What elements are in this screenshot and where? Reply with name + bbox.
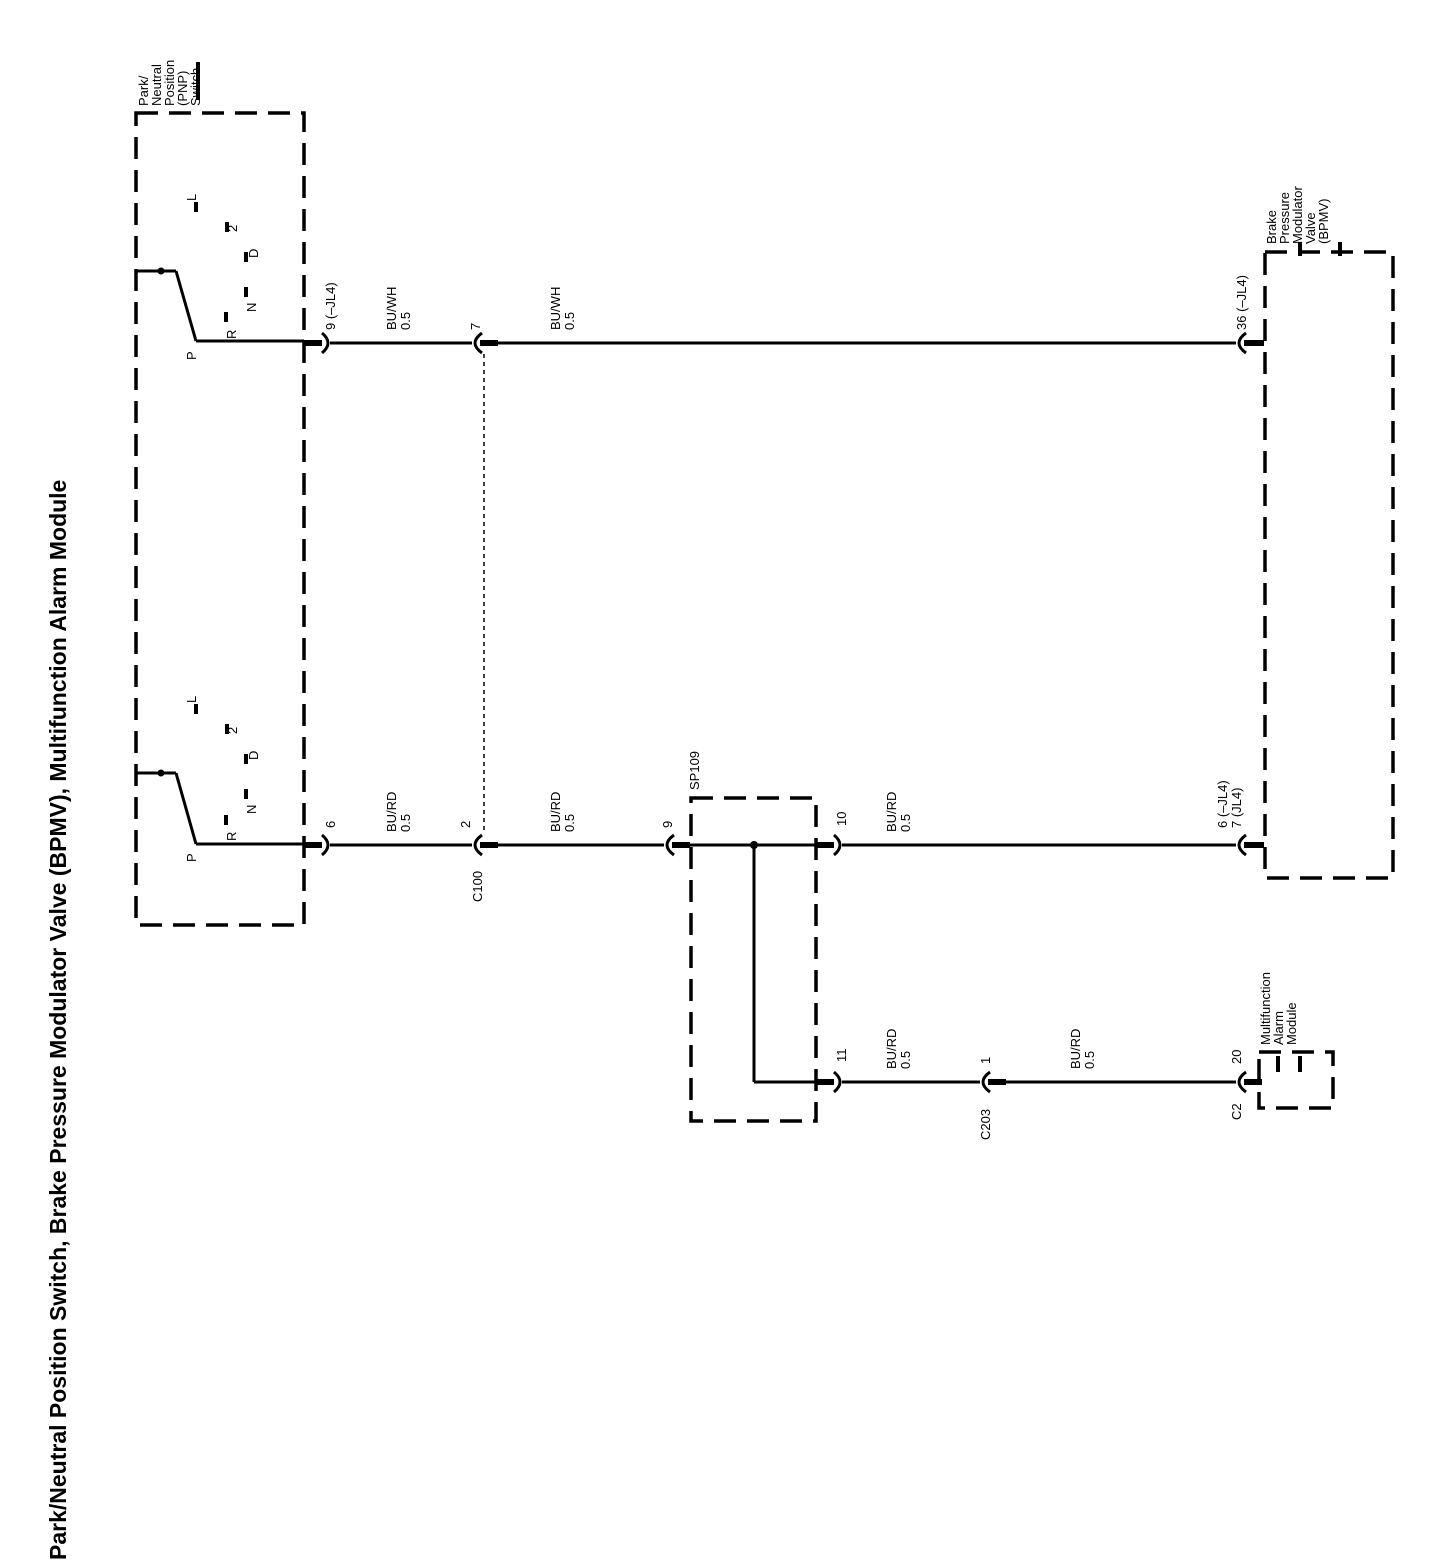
pnp-pin6-label: 6	[323, 821, 338, 828]
alarm-pin20-connector	[1237, 1070, 1247, 1094]
diagram-title: Park/Neutral Position Switch, Brake Pres…	[45, 480, 71, 1560]
pnp-top-d: D	[246, 249, 261, 258]
pnp-bottom-wiper	[174, 772, 198, 845]
c203-label: C203	[978, 1109, 993, 1140]
alarm-label-line3: Module	[1284, 1002, 1299, 1045]
sp109-pin11-label: 11	[834, 1049, 849, 1063]
pnp-top-l: L	[184, 194, 199, 201]
pnp-label-line4: (PNP)	[175, 71, 190, 106]
pnp-bottom-r: R	[224, 832, 239, 841]
bpmv-box	[1263, 250, 1395, 880]
c100-pin2-label: 2	[458, 821, 473, 828]
wire-3-color: BU/RD	[384, 792, 399, 832]
bpmv-pin36-connector	[1237, 331, 1247, 355]
bpmv-circuit: 10 BU/RD 0.5 6 (–JL4) 7 (JL4)	[816, 780, 1264, 857]
wire-1-size: 0.5	[398, 312, 413, 330]
wire-1-color: BU/WH	[384, 287, 399, 330]
bpmv-label-line1: Brake	[1264, 210, 1279, 244]
sp109-pin10-connector	[832, 833, 842, 857]
c203-pin1-connector	[981, 1070, 991, 1094]
wire-6-color: BU/RD	[884, 1029, 899, 1069]
bpmv-component: Brake Pressure Modulator Valve (BPMV)	[1263, 186, 1395, 880]
bpmv-pin6-7-connector	[1237, 833, 1247, 857]
bpmv-label-line4: Valve	[1303, 212, 1318, 244]
sp109-pin11-connector	[832, 1070, 842, 1094]
pnp-top-p: P	[184, 351, 199, 360]
pnp-pin9-connector	[320, 331, 330, 355]
pnp-switch-label: Park/ Neutral Position (PNP) Switch	[136, 60, 203, 106]
sp109-label: SP109	[687, 751, 702, 790]
bottom-circuit: 6 BU/RD 0.5 2 C100 BU/RD 0.5 9	[304, 792, 690, 902]
sp109-pin10-label: 10	[834, 812, 849, 826]
bpmv-pin6-label: 6 (–JL4)	[1215, 780, 1230, 828]
c100-pin2-connector	[473, 833, 483, 857]
alarm-label-line2: Alarm	[1271, 1011, 1286, 1045]
pnp-bottom-pivot	[157, 769, 165, 777]
pnp-label-line2: Neutral	[149, 64, 164, 106]
c100-pin7-label: 7	[468, 323, 483, 330]
wire-5-size: 0.5	[898, 814, 913, 832]
wire-7-color: BU/RD	[1068, 1029, 1083, 1069]
pnp-bottom-p: P	[184, 853, 199, 862]
wire-4-color: BU/RD	[548, 792, 563, 832]
alarm-pin20-label: 20	[1229, 1050, 1244, 1064]
pnp-switch-bottom: P R N D 2 L	[136, 696, 304, 862]
top-circuit: 9 (–JL4) BU/WH 0.5 7 BU/WH 0.5 36 (–JL4)	[304, 275, 1264, 355]
bpmv-label-line5: (BPMV)	[1316, 199, 1331, 245]
bpmv-pin7-label: 7 (JL4)	[1229, 788, 1244, 828]
pnp-bottom-d: D	[246, 751, 261, 760]
sp109-pin9-label: 9	[660, 821, 675, 828]
alarm-module-component: Multifunction Alarm Module	[1257, 972, 1335, 1110]
c100-label: C100	[470, 871, 485, 902]
pnp-switch-top: P R N D 2 L	[136, 194, 304, 360]
pnp-top-r: R	[224, 330, 239, 339]
c2-label: C2	[1229, 1103, 1244, 1120]
pnp-label-line3: Position	[162, 60, 177, 106]
pnp-pin6-connector	[320, 833, 330, 857]
bpmv-label-line2: Pressure	[1277, 192, 1292, 244]
pnp-switch-box	[134, 111, 306, 927]
pnp-bottom-n: N	[244, 805, 259, 814]
pnp-top-pivot	[157, 267, 165, 275]
wire-3-size: 0.5	[398, 814, 413, 832]
wire-2-size: 0.5	[562, 312, 577, 330]
wire-2-color: BU/WH	[548, 287, 563, 330]
alarm-module-box	[1257, 1050, 1335, 1110]
pnp-top-wiper	[174, 270, 198, 342]
pnp-bottom-2: 2	[225, 727, 240, 734]
sp109-pin9-connector	[665, 833, 675, 857]
sp109-splice-pack: SP109	[687, 751, 822, 1123]
wire-5-color: BU/RD	[884, 792, 899, 832]
c203-pin1-label: 1	[978, 1057, 993, 1064]
wire-4-size: 0.5	[562, 814, 577, 832]
alarm-label-line1: Multifunction	[1258, 972, 1273, 1045]
wire-6-size: 0.5	[898, 1051, 913, 1069]
wire-7-size: 0.5	[1082, 1051, 1097, 1069]
bpmv-pin36-label: 36 (–JL4)	[1234, 275, 1249, 330]
pnp-label-line1: Park/	[136, 75, 151, 106]
pnp-label-line5: Switch	[188, 68, 203, 106]
c100-pin7-connector	[473, 331, 483, 355]
pnp-top-2: 2	[225, 225, 240, 232]
sp109-box	[689, 796, 818, 1123]
bpmv-label-line3: Modulator	[1290, 186, 1305, 244]
pnp-bottom-l: L	[184, 696, 199, 703]
pnp-top-n: N	[244, 303, 259, 312]
pnp-pin9-label: 9 (–JL4)	[323, 282, 338, 330]
alarm-circuit: 11 BU/RD 0.5 1 C203 BU/RD 0.5 20 C2	[816, 1029, 1262, 1140]
